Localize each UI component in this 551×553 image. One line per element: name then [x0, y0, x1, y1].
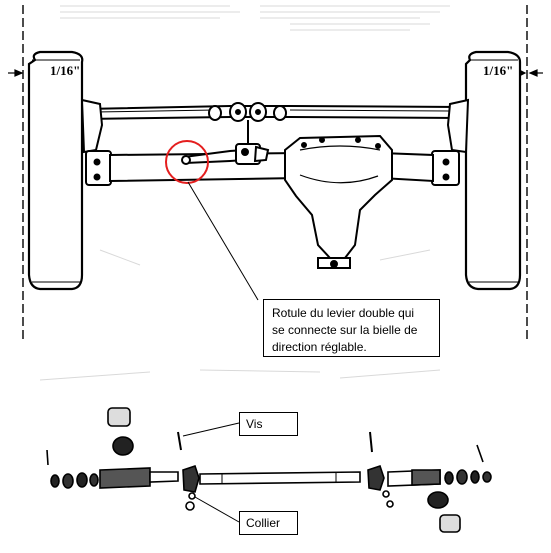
right-wheel — [464, 50, 522, 291]
reference-lines — [22, 5, 528, 340]
callout-leader-collier — [194, 496, 240, 523]
highlight-circle — [165, 140, 209, 184]
callout-ball-joint-line3: direction réglable. — [272, 340, 367, 354]
callout-collar: Collier — [239, 511, 298, 535]
callout-leader-main — [187, 181, 259, 301]
callout-ball-joint: Rotule du levier double qui se connecte … — [263, 299, 440, 357]
drag-link — [181, 143, 270, 165]
callout-screw: Vis — [239, 412, 298, 436]
dimension-arrows — [8, 69, 543, 77]
callout-ball-joint-line1: Rotule du levier double qui — [272, 306, 415, 320]
steering-knuckles — [80, 98, 470, 186]
differential — [284, 134, 393, 269]
left-wheel — [27, 50, 84, 291]
dimension-label-left: 1/16" — [50, 63, 80, 78]
tie-rod — [84, 102, 461, 148]
callout-leader-vis — [182, 422, 240, 437]
background-scan-texture — [39, 5, 450, 381]
callout-ball-joint-line2: se connecte sur la bielle de — [272, 323, 418, 337]
svg-text:1/16": 1/16" — [483, 63, 513, 78]
svg-text:1/16": 1/16" — [50, 63, 80, 78]
exploded-parts-view — [46, 407, 492, 533]
dimension-label-right: 1/16" — [483, 63, 513, 78]
